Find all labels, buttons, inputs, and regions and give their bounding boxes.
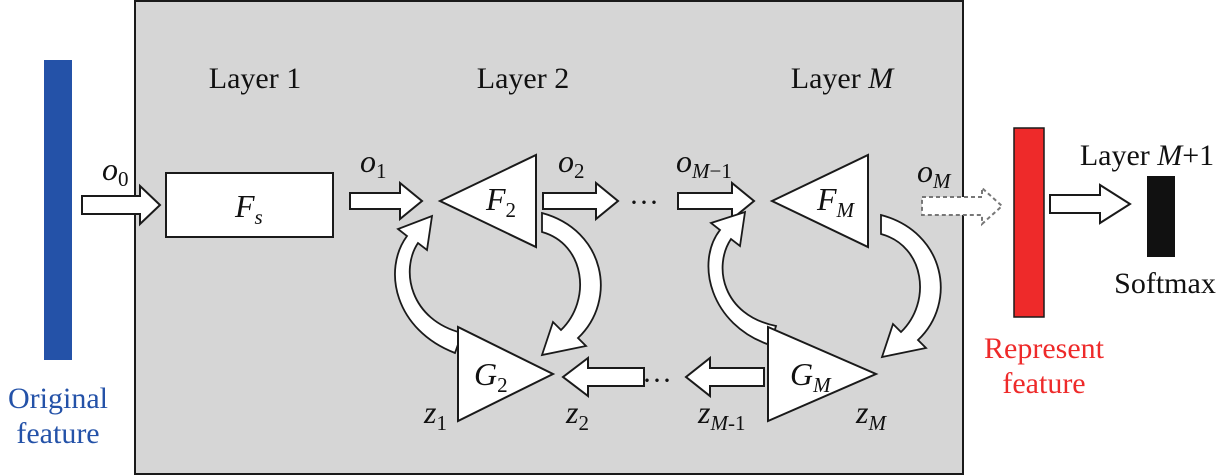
o0-label: o0 [102,151,129,191]
o2-label: o2 [558,143,585,183]
curve-arrow-g2-to-f2 [394,214,464,355]
original-feature-bar [44,60,72,360]
gm-block [767,325,879,423]
z1-label: z1 [423,394,447,435]
original-feature-label-line2: feature [16,417,99,450]
fm-block-label: FM [816,181,856,222]
zm-1-label: zM-1 [697,394,745,435]
arrow-o1-to-f2 [349,180,424,222]
fs-block-label: Fs [234,188,263,229]
fs-block [165,172,334,238]
gm-block-label: GM [790,356,832,397]
layer-1-title: Layer 1 [209,62,301,95]
layer-2-title: Layer 2 [477,62,569,95]
z2-label: z2 [565,394,589,435]
arrow-o2 [542,180,620,222]
zm-label: zM [855,394,887,435]
ellipsis-bottom: ··· [642,364,672,397]
fm-block [769,153,869,249]
layer-m-plus-1-title: Layer M+1 [1080,139,1214,172]
g2-block [457,325,556,423]
g2-block-label: G2 [474,356,508,397]
arrow-to-softmax [1049,183,1132,225]
om-label: oM [917,153,952,193]
curve-arrow-gm-to-fm [707,210,778,347]
represent-feature-label-line2: feature [1002,367,1085,400]
arrow-o0-to-fs [81,183,162,227]
represent-feature-bar [1013,127,1045,318]
o1-label: o1 [360,143,387,183]
curve-arrow-fm-to-gm [880,213,942,359]
layer-m-title: Layer M [791,62,895,95]
arrow-gm-to-zm-1 [684,355,765,399]
f2-block-label: F2 [485,181,516,222]
arrow-z2-to-g2 [561,355,645,399]
original-feature-label-line1: Original [8,382,108,415]
softmax-label: Softmax [1114,267,1216,300]
curve-arrow-f2-to-g2 [540,211,602,357]
represent-feature-label-line1: Represent [984,332,1105,365]
ellipsis-top: ··· [629,186,659,219]
softmax-block [1147,176,1175,257]
f2-block [437,153,537,249]
om-1-label: oM−1 [676,143,732,183]
arrow-om-1-to-fm [677,180,756,222]
arrow-om-to-represent [921,185,1004,227]
